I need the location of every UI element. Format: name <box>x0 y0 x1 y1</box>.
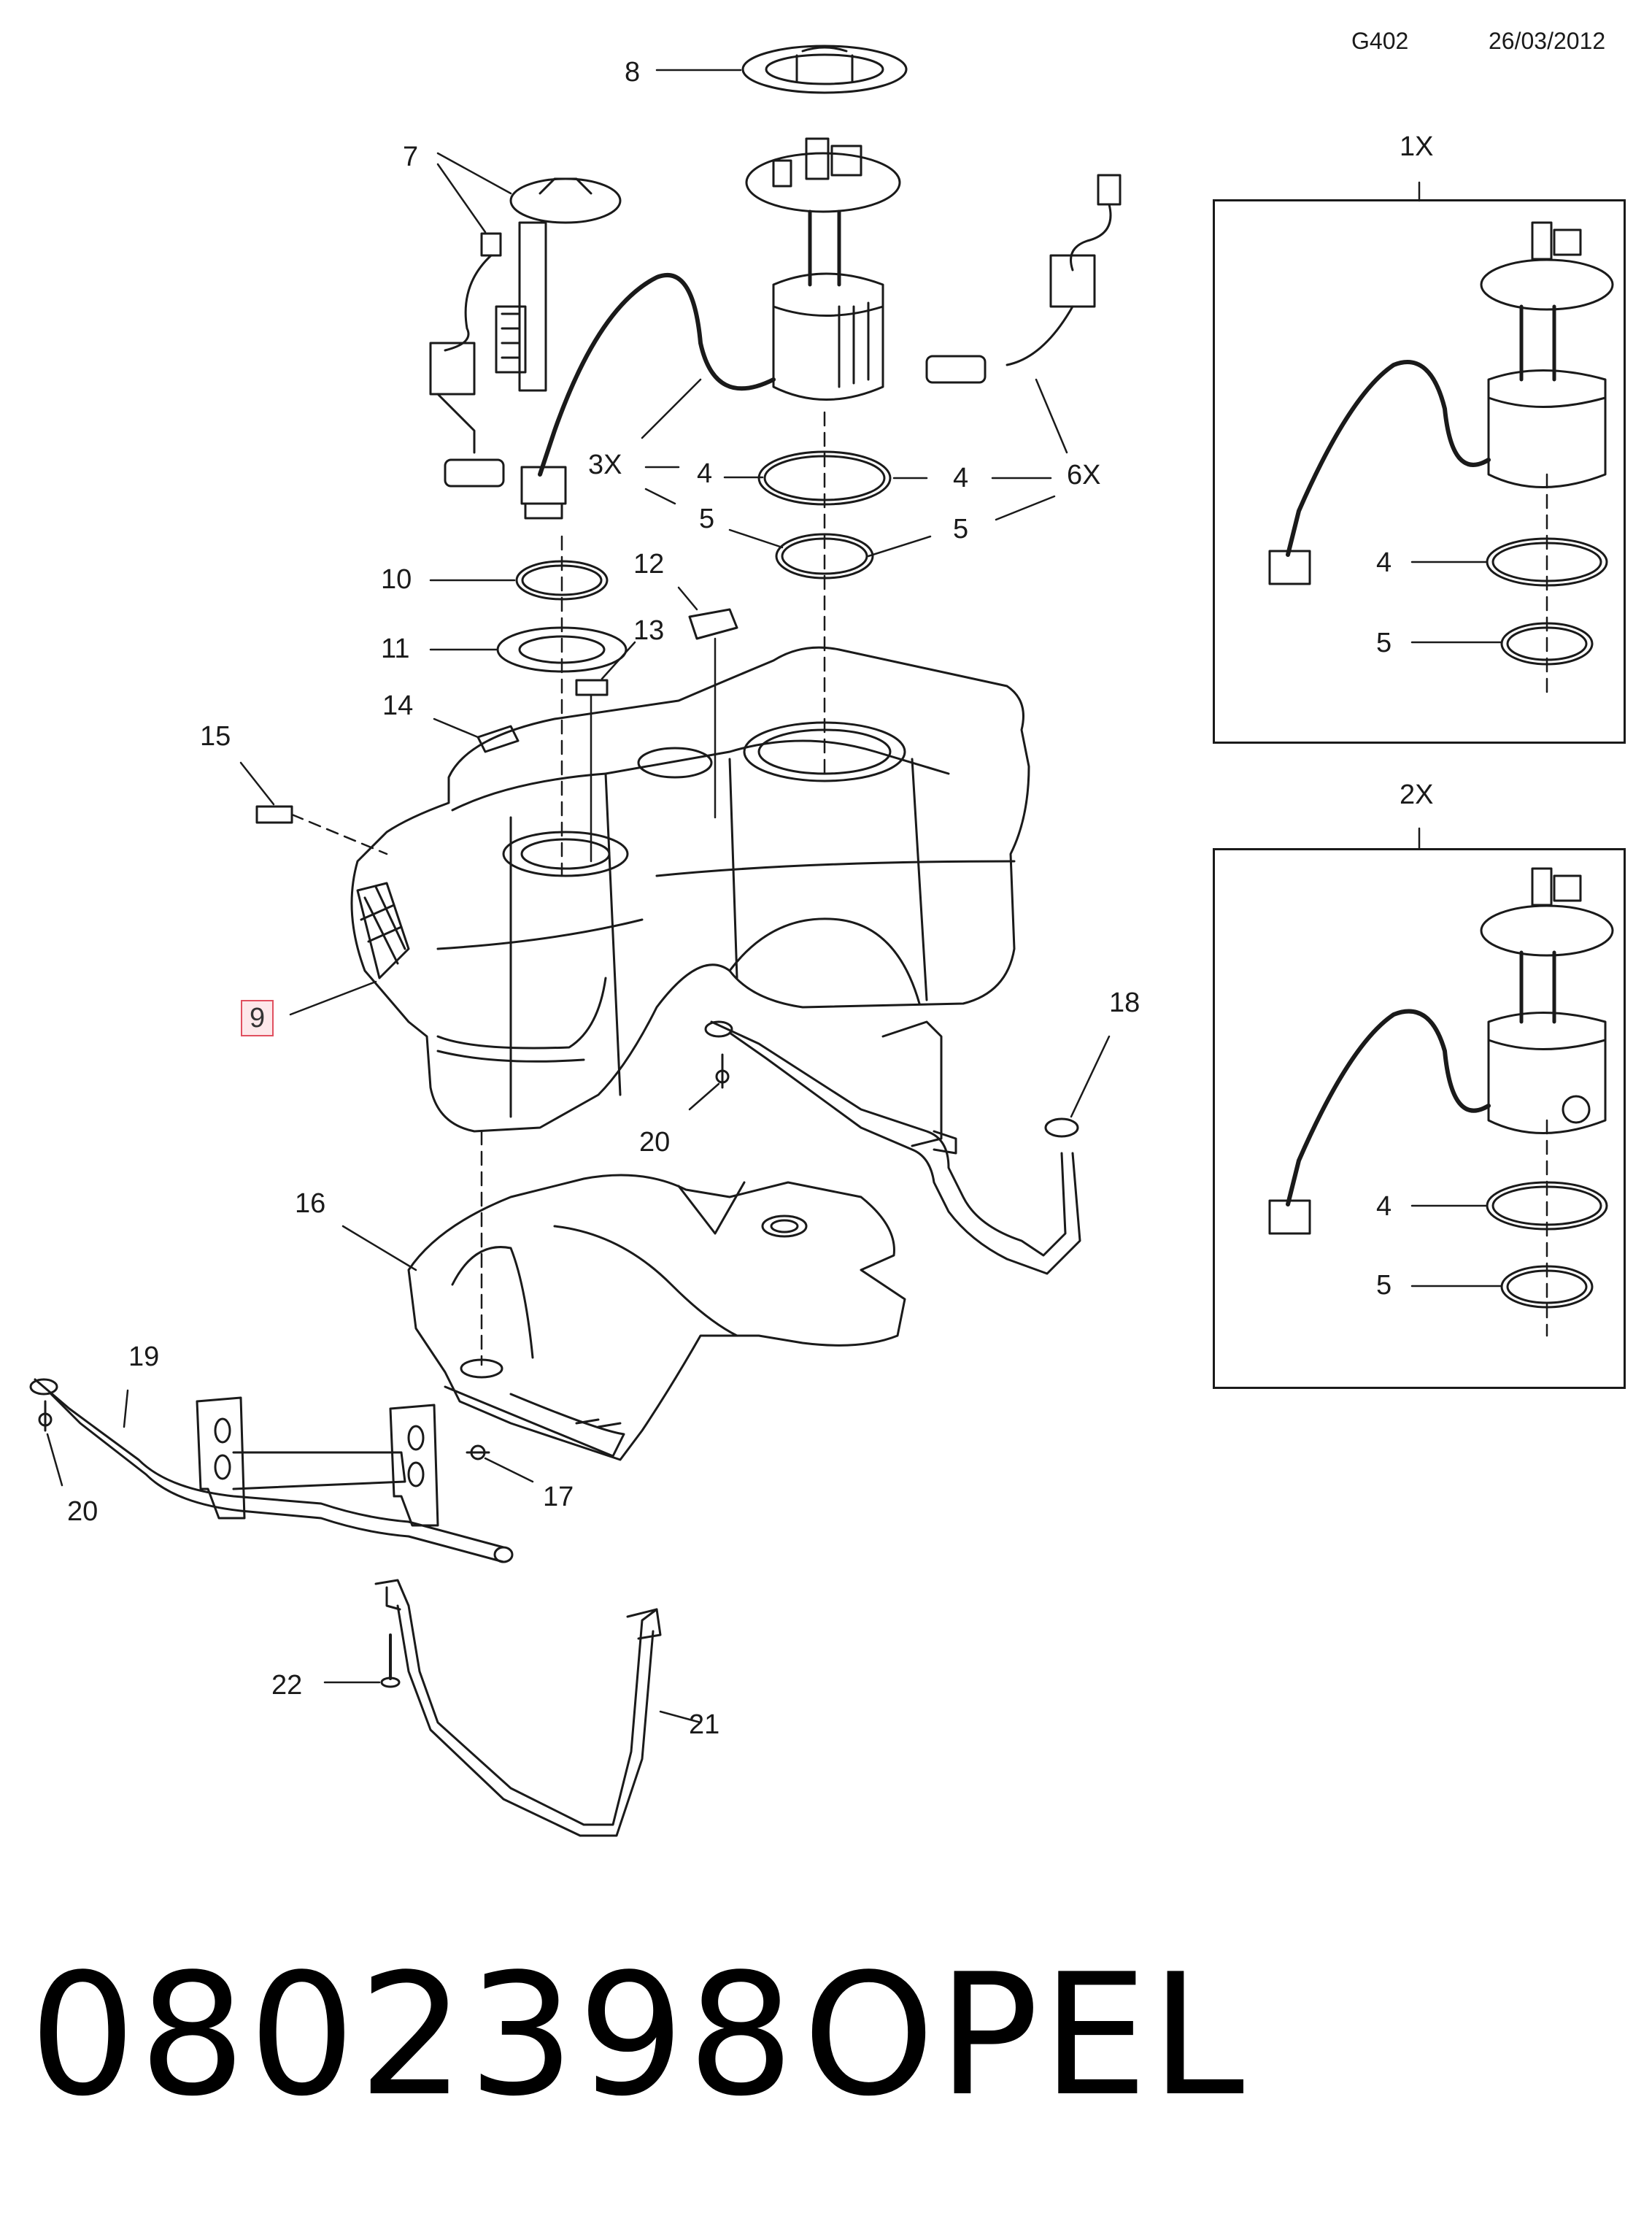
callout-12: 12 <box>633 549 665 580</box>
callout-leaders-top <box>641 378 1068 558</box>
inset-2x-callout-4: 4 <box>1376 1191 1392 1222</box>
bolt-part-upper <box>688 1053 730 1111</box>
pump-seal-rings <box>757 411 892 775</box>
inset-frame-1x <box>1213 199 1626 744</box>
inset-2x-drawing <box>1268 827 1614 1337</box>
inset-1x-drawing <box>1268 181 1614 695</box>
callout-19: 19 <box>128 1342 160 1372</box>
small-parts-top <box>239 535 738 877</box>
lock-ring-part <box>655 45 908 94</box>
level-sender-part <box>429 152 622 488</box>
diagram-date: 26/03/2012 <box>1489 28 1606 54</box>
heat-shield-part <box>341 1174 906 1461</box>
callout-14: 14 <box>382 690 414 721</box>
fuel-tank-part <box>289 646 1030 1366</box>
callout-20-upper: 20 <box>639 1127 671 1158</box>
brand-name: OPEL <box>803 1939 1248 2133</box>
tank-strap-part <box>374 1579 702 1837</box>
part-number: 0802398 <box>29 1939 798 2133</box>
inset-1x-title: 1X <box>1400 131 1434 162</box>
callout-5-right: 5 <box>953 514 969 544</box>
callout-11: 11 <box>381 634 410 664</box>
callout-22: 22 <box>271 1670 303 1701</box>
bolt-part-lower <box>38 1400 63 1487</box>
callout-6x: 6X <box>1067 460 1101 490</box>
diagram-code: G402 <box>1351 28 1409 54</box>
fuel-pump-module-part <box>520 137 901 520</box>
callout-10: 10 <box>381 564 412 595</box>
callout-9-highlighted: 9 <box>241 1000 274 1036</box>
callout-21: 21 <box>689 1709 720 1740</box>
inset-frame-2x <box>1213 848 1626 1389</box>
inset-2x-callout-5: 5 <box>1376 1270 1392 1301</box>
sensor-harness-part <box>925 174 1122 384</box>
callout-20-lower: 20 <box>67 1496 99 1527</box>
callout-4-left: 4 <box>697 458 713 489</box>
callout-17: 17 <box>543 1482 574 1512</box>
callout-5-left: 5 <box>699 504 715 534</box>
callout-3x: 3X <box>588 450 622 480</box>
filler-pipe-part <box>704 1020 1111 1275</box>
inset-1x-callout-4: 4 <box>1376 547 1392 578</box>
callout-4-right: 4 <box>953 463 969 493</box>
callout-18: 18 <box>1109 988 1140 1018</box>
inset-1x-callout-5: 5 <box>1376 628 1392 658</box>
callout-16: 16 <box>295 1188 326 1219</box>
inset-2x-title: 2X <box>1400 780 1434 810</box>
bolt-part-17 <box>466 1444 534 1483</box>
callout-7: 7 <box>403 142 419 172</box>
vent-pipe-part <box>29 1378 514 1563</box>
strap-bolt-part <box>323 1633 401 1688</box>
callout-13: 13 <box>633 615 665 646</box>
callout-8: 8 <box>625 57 641 88</box>
callout-15: 15 <box>200 721 231 752</box>
